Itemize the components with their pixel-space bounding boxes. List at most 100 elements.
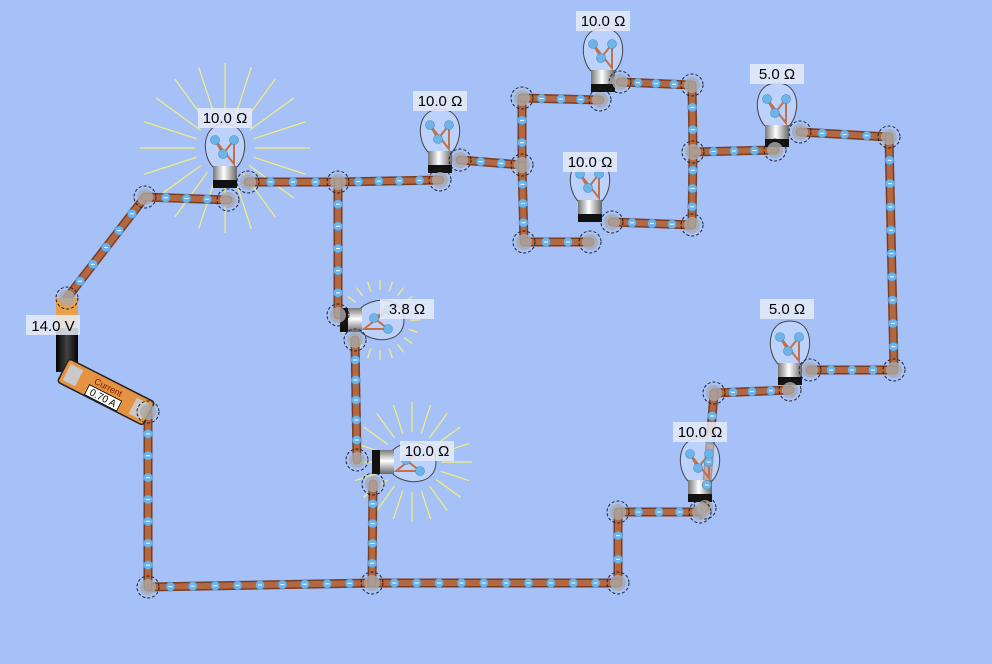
vertex[interactable] <box>681 140 705 164</box>
light-bulb[interactable] <box>679 437 721 502</box>
vertex[interactable] <box>448 148 472 172</box>
electron <box>613 530 623 541</box>
vertex[interactable] <box>608 70 632 94</box>
vertex[interactable] <box>778 378 802 402</box>
electron <box>299 579 310 590</box>
svg-text:14.0 V: 14.0 V <box>31 318 74 335</box>
svg-text:10.0 Ω: 10.0 Ω <box>568 154 613 171</box>
glow-ray <box>420 404 432 434</box>
electron <box>568 578 579 588</box>
vertex[interactable] <box>428 168 452 192</box>
vertex[interactable] <box>510 153 534 177</box>
svg-text:10.0 Ω: 10.0 Ω <box>418 93 463 110</box>
vertex[interactable] <box>882 358 906 382</box>
vertex[interactable] <box>588 88 612 112</box>
vertex[interactable] <box>600 210 624 234</box>
glow-ray <box>253 121 307 140</box>
vertex[interactable] <box>877 125 901 149</box>
resistance-label: 10.0 Ω <box>198 108 252 128</box>
light-bulb[interactable] <box>582 27 624 92</box>
ammeter[interactable]: Current 0.70 A <box>57 358 155 426</box>
electron <box>517 137 527 148</box>
electron <box>202 194 213 205</box>
glow-ray <box>155 165 202 199</box>
vertex[interactable] <box>343 328 367 352</box>
vertex[interactable] <box>136 575 160 599</box>
electron <box>265 177 276 187</box>
glow-ray <box>363 426 389 445</box>
electron <box>160 192 171 203</box>
bulb-base <box>778 363 802 377</box>
electron <box>127 209 137 219</box>
electron <box>373 176 384 186</box>
vertex[interactable] <box>55 286 79 310</box>
electron <box>333 265 343 276</box>
light-bulb[interactable] <box>204 123 246 188</box>
electron <box>667 219 677 230</box>
vertex[interactable] <box>360 571 384 595</box>
glow-ray <box>392 490 404 520</box>
electron <box>669 79 679 90</box>
battery-voltage-label: 14.0 V <box>26 315 80 335</box>
electron <box>210 580 220 591</box>
vertex[interactable] <box>216 188 240 212</box>
electron <box>165 581 176 592</box>
vertex[interactable] <box>512 230 536 254</box>
vertex[interactable] <box>606 571 630 595</box>
vertex[interactable] <box>510 86 534 110</box>
vertex[interactable] <box>326 303 350 327</box>
electron <box>367 518 378 529</box>
vertex[interactable] <box>326 170 350 194</box>
glow-ray <box>376 485 395 511</box>
electron <box>575 94 586 105</box>
vertex[interactable] <box>361 472 385 496</box>
vertex[interactable] <box>688 500 712 524</box>
svg-text:10.0 Ω: 10.0 Ω <box>203 110 248 127</box>
electron <box>367 558 378 569</box>
glow-ray <box>408 328 419 333</box>
bulb-base <box>348 308 362 332</box>
vertex[interactable] <box>136 400 160 424</box>
vertex[interactable] <box>680 73 704 97</box>
glow-ray <box>155 97 202 131</box>
vertex[interactable] <box>680 213 704 237</box>
electron <box>861 130 872 141</box>
electron <box>847 365 857 375</box>
svg-text:10.0 Ω: 10.0 Ω <box>581 13 626 30</box>
electron <box>518 217 529 228</box>
glow-ray <box>248 97 295 131</box>
vertex[interactable] <box>763 138 787 162</box>
light-bulb[interactable] <box>769 320 811 385</box>
vertex[interactable] <box>702 381 726 405</box>
electron <box>707 411 718 421</box>
glow-ray <box>367 348 372 359</box>
electron <box>518 198 528 209</box>
electron <box>350 355 361 365</box>
electron <box>687 124 698 135</box>
glow-ray <box>435 479 461 498</box>
vertex[interactable] <box>798 358 822 382</box>
electron <box>344 578 355 589</box>
vertex[interactable] <box>133 185 157 209</box>
light-bulb[interactable] <box>756 82 798 147</box>
electron <box>826 365 836 375</box>
electron <box>367 498 378 509</box>
svg-text:10.0 Ω: 10.0 Ω <box>678 424 723 441</box>
resistance-label: 5.0 Ω <box>750 64 804 84</box>
glow-ray <box>440 470 470 482</box>
electron <box>517 179 528 190</box>
electron <box>839 129 850 140</box>
light-bulb[interactable] <box>419 108 461 173</box>
vertex[interactable] <box>345 448 369 472</box>
electron <box>523 578 534 588</box>
vertex[interactable] <box>578 230 602 254</box>
bulb-glass <box>419 108 461 154</box>
vertex[interactable] <box>606 500 630 524</box>
electron <box>333 243 343 254</box>
vertex[interactable] <box>236 170 260 194</box>
vertex[interactable] <box>788 120 812 144</box>
electron <box>333 288 343 298</box>
electron <box>351 435 362 445</box>
electron <box>884 155 895 166</box>
